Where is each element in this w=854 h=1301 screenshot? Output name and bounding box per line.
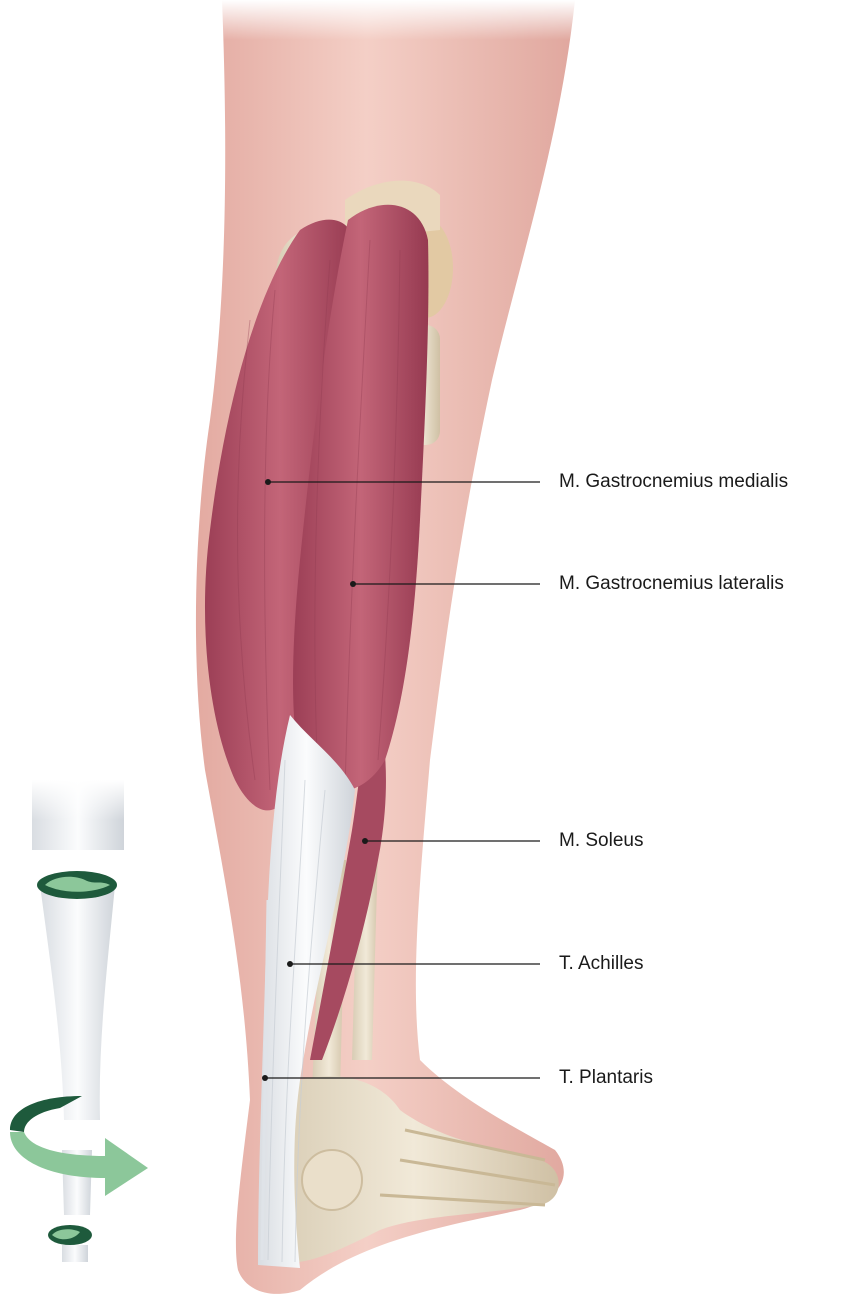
label-gastrocnemius-medialis: M. Gastrocnemius medialis [559, 471, 788, 493]
label-soleus: M. Soleus [559, 830, 643, 852]
label-gastrocnemius-lateralis: M. Gastrocnemius lateralis [559, 573, 784, 595]
tendon-twist-inset [10, 780, 148, 1262]
label-achilles: T. Achilles [559, 953, 643, 975]
label-plantaris: T. Plantaris [559, 1067, 653, 1089]
